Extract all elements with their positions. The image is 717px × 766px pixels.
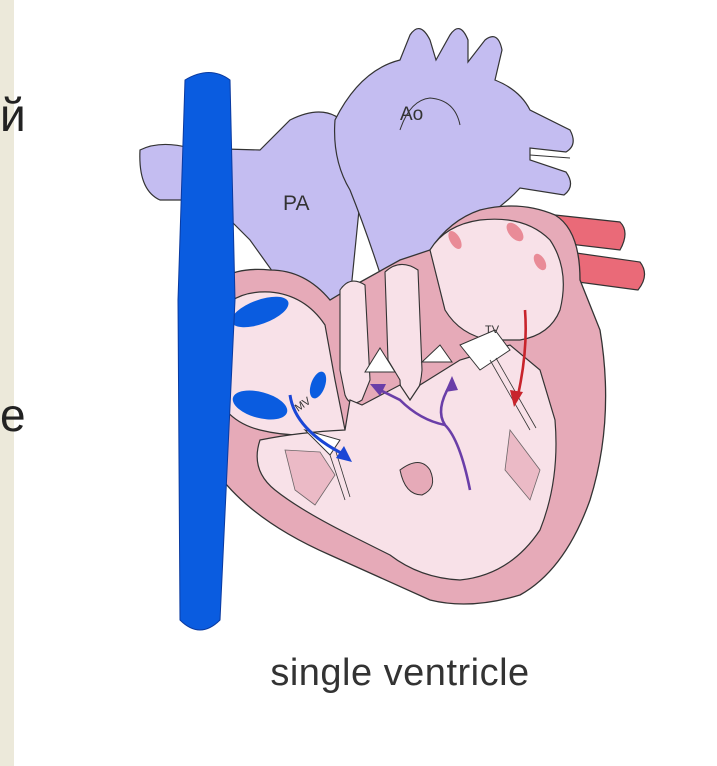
diagram-caption: single ventricle (210, 652, 590, 695)
left-text-fragment-bottom: е (0, 392, 26, 438)
label-ao: Ao (400, 104, 423, 125)
label-tv: TV (485, 324, 500, 336)
label-pa: PA (283, 192, 309, 215)
left-text-fragment-top: й (0, 92, 26, 138)
vena-cava (178, 73, 235, 631)
